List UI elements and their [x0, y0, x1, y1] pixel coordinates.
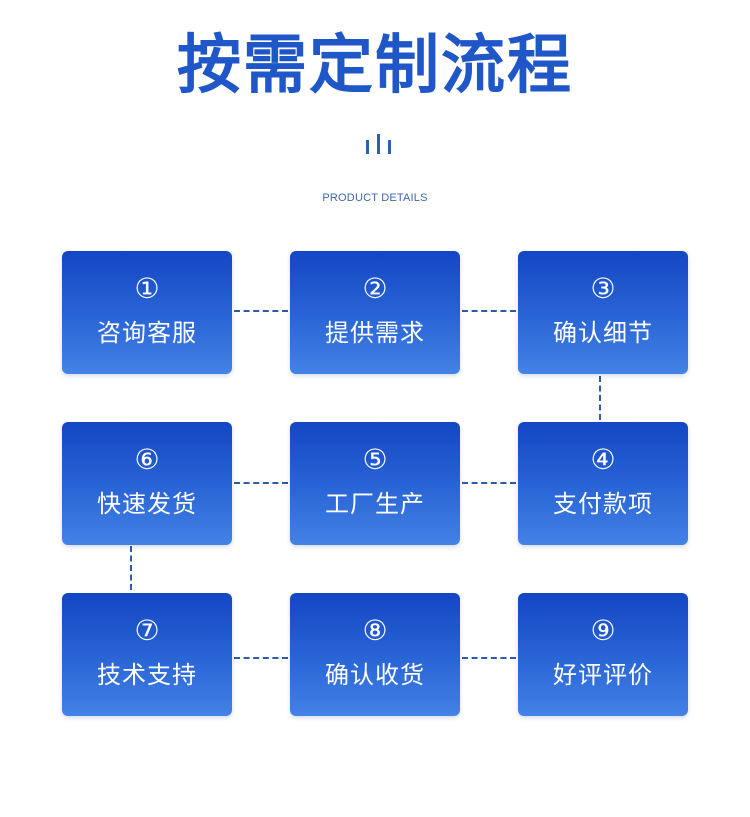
- step-number: ①: [134, 272, 160, 305]
- step-number: ③: [590, 272, 616, 305]
- step-8-confirm-receipt: ⑧ 确认收货: [290, 593, 460, 716]
- step-number: ⑨: [590, 614, 616, 647]
- step-label: 快速发货: [97, 490, 197, 518]
- step-label: 确认细节: [553, 319, 653, 347]
- step-label: 工厂生产: [325, 490, 425, 518]
- step-label: 咨询客服: [97, 319, 197, 347]
- step-number: ④: [590, 443, 616, 476]
- connector-1-2: [234, 310, 288, 312]
- step-label: 技术支持: [97, 661, 197, 689]
- step-1-consult-service: ① 咨询客服: [62, 251, 232, 374]
- step-7-technical-support: ⑦ 技术支持: [62, 593, 232, 716]
- step-3-confirm-details: ③ 确认细节: [518, 251, 688, 374]
- step-2-provide-requirements: ② 提供需求: [290, 251, 460, 374]
- page-title: 按需定制流程: [177, 29, 573, 103]
- step-number: ⑥: [134, 443, 160, 476]
- connector-6-7: [130, 546, 132, 590]
- step-4-payment: ④ 支付款项: [518, 422, 688, 545]
- step-label: 提供需求: [325, 319, 425, 347]
- connector-4-5: [462, 482, 516, 484]
- connector-5-6: [234, 482, 288, 484]
- step-number: ⑤: [362, 443, 388, 476]
- step-number: ②: [362, 272, 388, 305]
- connector-2-3: [462, 310, 516, 312]
- step-label: 支付款项: [553, 490, 653, 518]
- step-label: 确认收货: [325, 661, 425, 689]
- connector-7-8: [234, 657, 288, 659]
- step-label: 好评评价: [553, 661, 653, 689]
- page-subtitle: PRODUCT DETAILS: [322, 192, 428, 204]
- connector-3-4: [599, 376, 601, 420]
- step-9-positive-review: ⑨ 好评评价: [518, 593, 688, 716]
- connector-8-9: [462, 657, 516, 659]
- step-number: ⑦: [134, 614, 160, 647]
- step-5-factory-production: ⑤ 工厂生产: [290, 422, 460, 545]
- step-6-fast-shipping: ⑥ 快速发货: [62, 422, 232, 545]
- decorative-bars-icon: [365, 134, 395, 158]
- step-number: ⑧: [362, 614, 388, 647]
